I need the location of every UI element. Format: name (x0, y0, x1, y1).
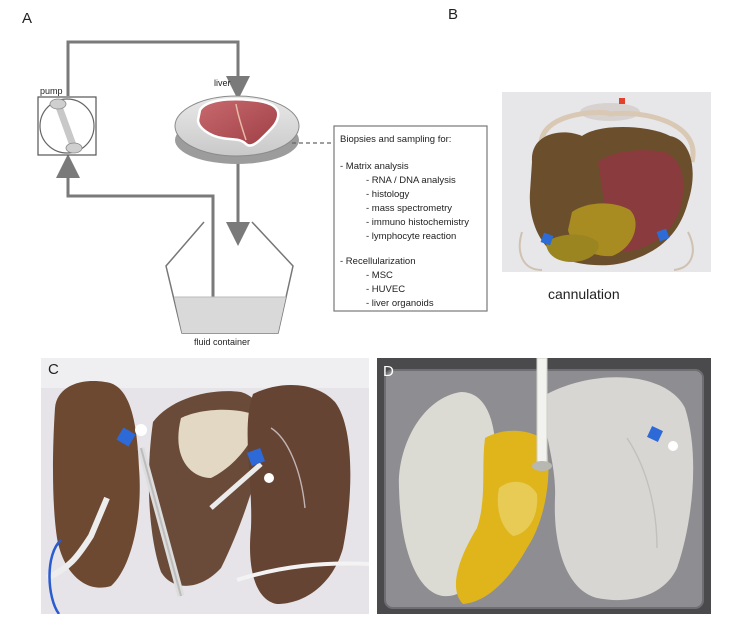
perfusion-diagram (37, 40, 488, 334)
biopsy-box (333, 125, 488, 312)
tube-pump-to-liver (66, 40, 250, 100)
panel-label-a: A (22, 10, 33, 27)
stopcock-right (247, 448, 265, 466)
recellularization-heading: - Recellularization (340, 256, 416, 267)
tube-container-to-pump (56, 154, 215, 300)
panel-label-b: B (448, 6, 459, 23)
list-item: - RNA / DNA analysis (366, 175, 456, 186)
panel-c-photo (41, 358, 369, 614)
list-item: - MSC (366, 270, 393, 281)
fluid-level (174, 297, 286, 333)
list-item: - lymphocyte reaction (366, 231, 457, 242)
panel-label-d: D (383, 363, 394, 380)
fluid-container-label: fluid container (194, 337, 251, 347)
pump-label: pump (40, 86, 63, 96)
list-item: - mass spectrometry (366, 203, 453, 214)
panel-d-photo (377, 358, 711, 614)
cannulation-photo (502, 92, 711, 272)
red-cap (619, 98, 625, 104)
list-item: - HUVEC (366, 284, 406, 295)
matrix-analysis-heading: - Matrix analysis (340, 161, 409, 172)
list-item: - immuno histochemistry (366, 217, 469, 228)
cannulation-illustration (502, 92, 711, 272)
liver-shape (196, 98, 280, 147)
stopcock-d (647, 426, 663, 442)
panel-c-illustration (41, 358, 369, 614)
list-item: - liver organoids (366, 298, 434, 309)
stopcock-left (116, 427, 136, 447)
list-item: - histology (366, 189, 410, 200)
central-cannula (536, 358, 548, 469)
biopsy-heading: Biopsies and sampling for: (340, 134, 452, 145)
panel-d-illustration (377, 358, 711, 614)
liver-label: liver (214, 78, 231, 88)
cannulation-caption: cannulation (548, 286, 620, 302)
panel-label-c: C (48, 361, 59, 378)
